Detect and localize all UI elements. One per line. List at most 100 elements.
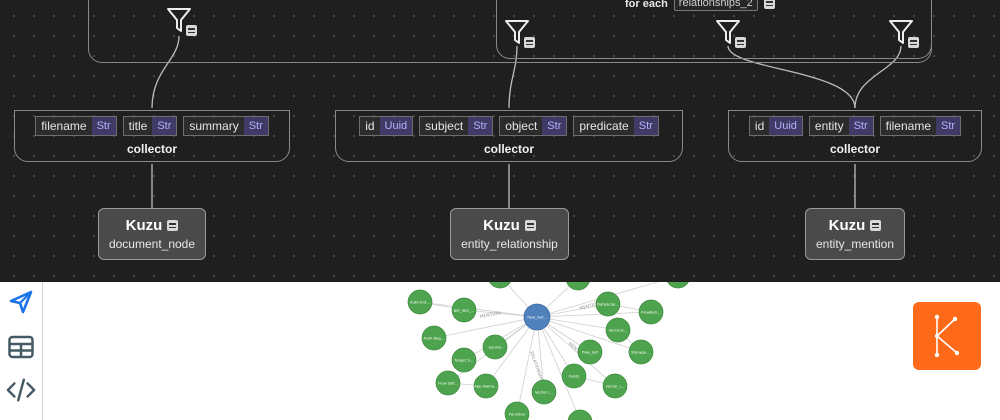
field-chip: summary Str <box>183 116 269 136</box>
graph-node-label: flow_def... <box>527 315 546 320</box>
field-type: Str <box>152 117 177 135</box>
graph-node-label: Fields <box>569 374 580 379</box>
target-title: Kuzu <box>483 217 520 234</box>
send-icon <box>9 290 33 314</box>
graph-node-label: vector_i... <box>606 384 625 389</box>
field-name: id <box>365 119 375 133</box>
graph-node-label: DataScop... <box>597 302 619 307</box>
target-title: Kuzu <box>828 217 866 234</box>
graph-node-label: Auth Ent... <box>410 300 430 305</box>
document-icon[interactable] <box>763 0 775 9</box>
graph-node[interactable] <box>566 282 590 291</box>
field-name: entity <box>814 119 844 133</box>
graph-node[interactable] <box>488 282 512 289</box>
document-icon <box>908 37 919 48</box>
kuzu-target-node[interactable]: Kuzu document_node <box>98 208 206 260</box>
filter-icon[interactable] <box>888 18 919 50</box>
kuzu-target-node[interactable]: Kuzu entity_relationship <box>450 208 569 260</box>
document-icon <box>524 220 536 231</box>
sidebar-item-table[interactable] <box>6 332 36 362</box>
field-type: Uuid <box>379 117 413 135</box>
field-name: subject <box>425 119 464 133</box>
graph-node[interactable]: get_app_... <box>451 297 477 323</box>
kuzu-target-node[interactable]: Kuzu entity_mention <box>805 208 905 260</box>
field-type: Str <box>633 117 658 135</box>
field-type: Str <box>243 117 268 135</box>
graph-node-label: Vector I... <box>535 390 553 395</box>
graph-node[interactable] <box>666 282 690 289</box>
field-chip: filename Str <box>879 116 962 136</box>
kuzu-logo-icon <box>934 314 960 358</box>
sidebar-item-code[interactable] <box>6 375 36 405</box>
graph-node[interactable]: App Name... <box>473 373 499 399</box>
graph-node[interactable]: Storage ... <box>628 339 654 365</box>
foreach-block: for each relationships_2 <box>625 0 775 11</box>
filter-icon[interactable] <box>504 18 535 50</box>
target-subtitle: entity_relationship <box>461 237 558 251</box>
graph-node-label: Target S... <box>454 358 474 363</box>
filter-icon[interactable] <box>715 18 746 50</box>
graph-node[interactable]: Source <box>482 334 508 360</box>
graph-node[interactable]: Flow Def... <box>435 370 461 396</box>
graph-node[interactable]: vector_i... <box>602 373 628 399</box>
graph-node[interactable]: DataScop... <box>595 291 621 317</box>
document-icon <box>186 25 197 36</box>
document-icon <box>870 220 882 231</box>
flow-wires <box>151 35 902 208</box>
field-type: Str <box>91 117 116 135</box>
group-foreach <box>496 0 932 59</box>
collector-fields: id Uuid entity Str filename Str <box>729 116 981 136</box>
sidebar-item-graph[interactable] <box>6 287 36 317</box>
field-type: Str <box>848 117 873 135</box>
graph-node[interactable]: Target S... <box>451 347 477 373</box>
field-type: Uuid <box>769 117 802 135</box>
collector-node[interactable]: id Uuid entity Str filename Str collector <box>728 110 982 162</box>
graph-node[interactable]: FlowBuil... <box>638 299 664 325</box>
document-icon <box>524 37 535 48</box>
target-subtitle: document_node <box>108 237 196 251</box>
collector-label: collector <box>829 142 880 156</box>
graph-view[interactable]: MENTION RELATIONSHIP MENTION MENTION Aut… <box>380 282 710 420</box>
field-type: Str <box>936 117 961 135</box>
graph-node-label: Flow Def... <box>438 381 458 386</box>
field-name: id <box>754 119 765 133</box>
graph-node[interactable]: Auth Reg... <box>421 325 447 351</box>
graph-node[interactable]: Function <box>504 401 530 420</box>
kuzu-logo-button[interactable] <box>913 302 981 370</box>
graph-node[interactable]: Fields <box>561 363 587 389</box>
graph-node[interactable]: Auth Ent... <box>407 289 433 315</box>
graph-node[interactable]: Vectoriz... <box>605 317 631 343</box>
filter-icon[interactable] <box>166 6 197 38</box>
foreach-label: for each <box>625 0 668 10</box>
edge-label: RELATIONSHIP <box>528 351 545 384</box>
graph-node-label: flow_def <box>582 350 598 355</box>
bottom-panel: MENTION RELATIONSHIP MENTION MENTION Aut… <box>0 282 1000 420</box>
graph-node-label: Auth Reg... <box>424 336 445 341</box>
field-name: filename <box>885 119 931 133</box>
graph-node[interactable]: Vector I... <box>531 379 557 405</box>
graph-node-label: FlowBuil... <box>641 310 660 315</box>
field-name: summary <box>189 119 239 133</box>
field-type: Str <box>542 117 567 135</box>
graph-node-label: Vectoriz... <box>609 328 628 333</box>
graph-node-center[interactable]: flow_def... <box>523 303 551 331</box>
edge-label: MENTION <box>479 310 501 320</box>
graph-node-label: get_app_... <box>454 308 475 313</box>
field-chip: entity Str <box>808 116 874 136</box>
foreach-value[interactable]: relationships_2 <box>673 0 758 11</box>
document-icon <box>167 220 179 231</box>
document-icon <box>735 37 746 48</box>
graph-node[interactable] <box>567 409 593 420</box>
graph-node-label: Storage ... <box>631 350 651 355</box>
graph-node[interactable]: flow_def <box>577 339 603 365</box>
